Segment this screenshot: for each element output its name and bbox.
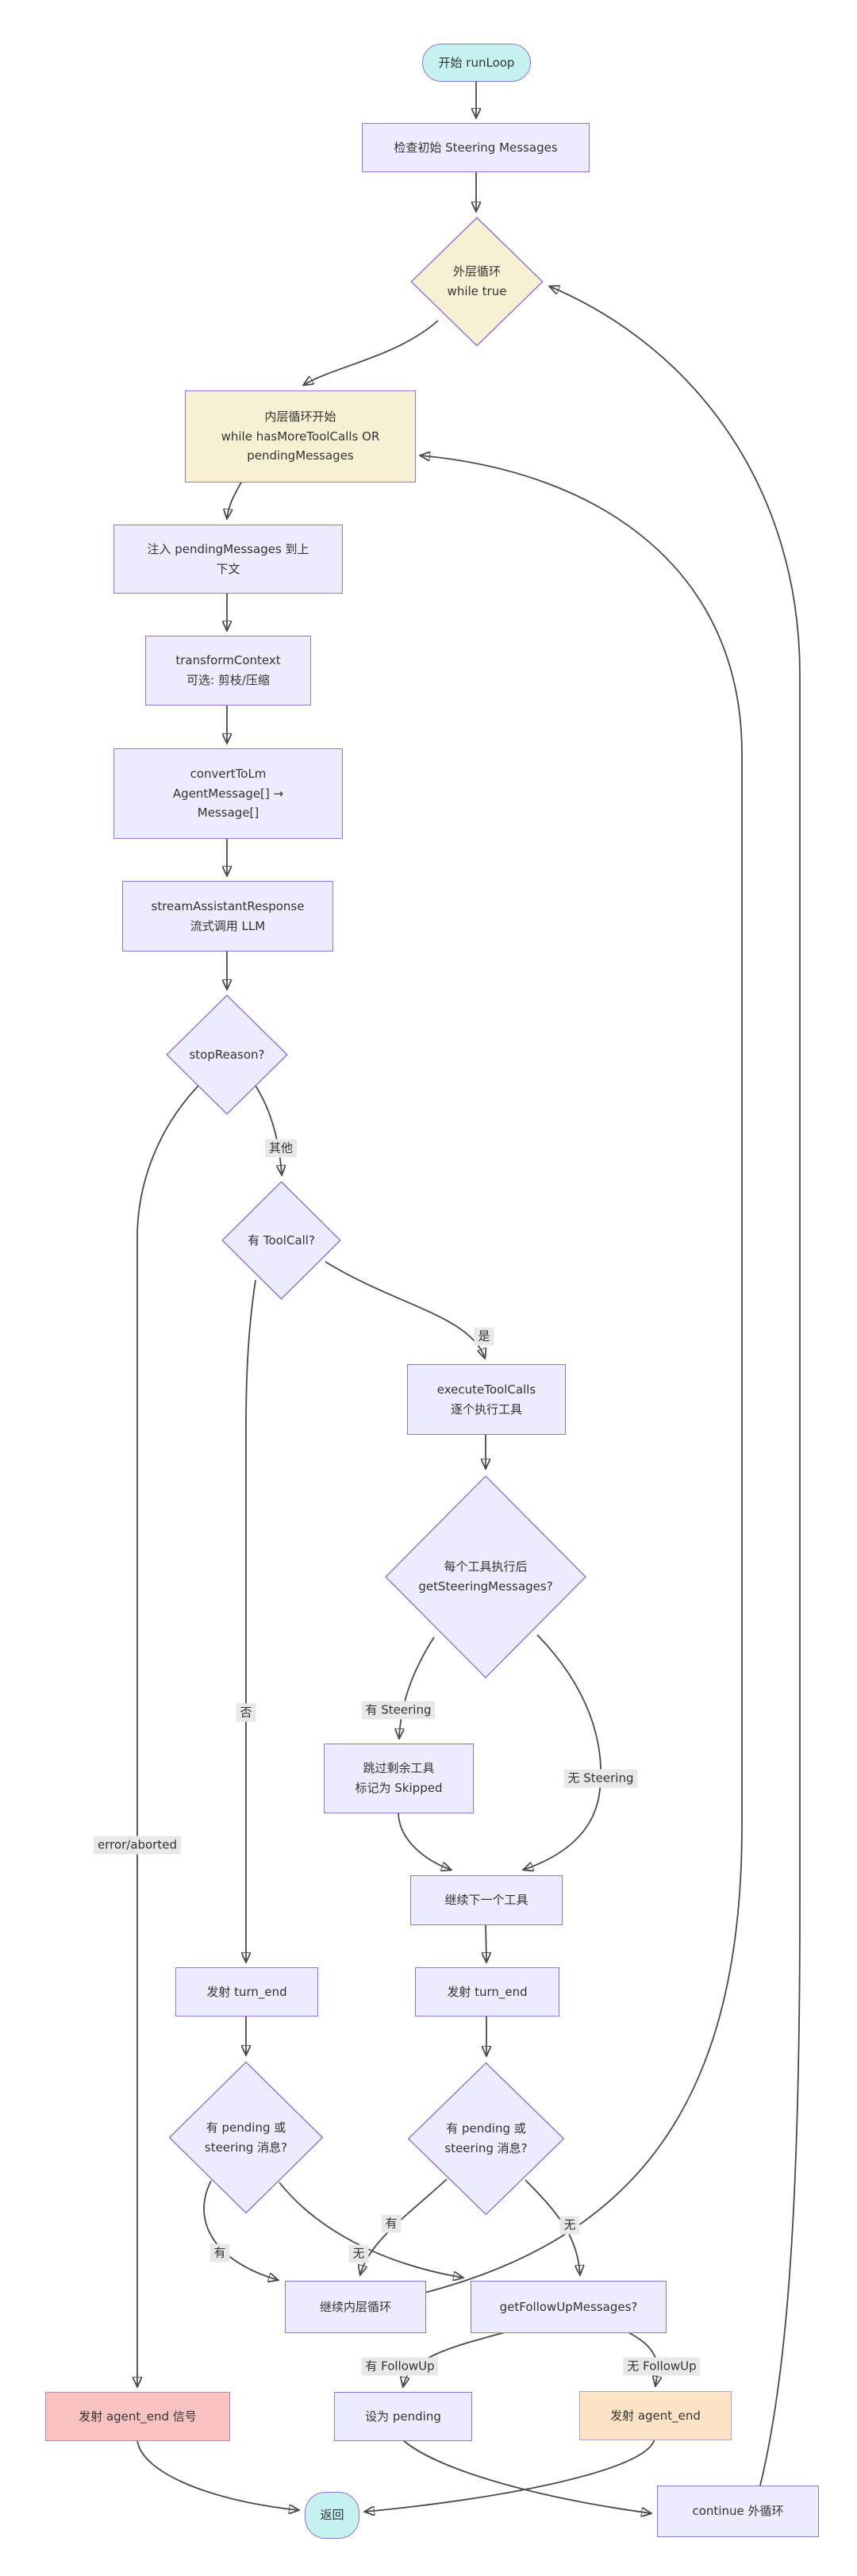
edge-label-has-followup: 有 FollowUp (361, 2357, 439, 2376)
edge-continueinner-loop-to-innerstart (421, 456, 743, 2293)
edge-continueouter-loop-to-outerloop (550, 286, 801, 2486)
diamond-shape (221, 1181, 341, 1300)
edge-steeringcheck-to-skip (399, 1636, 435, 1738)
edge-setpending-to-continueouter (402, 2439, 651, 2513)
edge-label-error-aborted: error/aborted (93, 1836, 182, 1855)
node-execute-toolcalls: executeToolCalls 逐个执行工具 (407, 1364, 566, 1435)
node-outer-loop: 外层循环 while true (410, 217, 544, 347)
edge-pendingleft-yes-to-continueinner (203, 2180, 278, 2280)
node-pending-left: 有 pending 或 steering 消息? (168, 2061, 324, 2214)
node-continue-outer-loop: continue 外循环 (657, 2486, 819, 2537)
node-emit-agent-end: 发射 agent_end (579, 2391, 732, 2440)
edge-label-no-followup: 无 FollowUp (623, 2357, 701, 2376)
node-emit-agent-end-signal: 发射 agent_end 信号 (45, 2392, 230, 2441)
edge-label-no-left: 无 (348, 2244, 369, 2263)
edge-getfollowup-to-agentend (626, 2331, 657, 2386)
edge-stopreason-error-to-pink (137, 1083, 201, 2386)
diamond-shape (407, 2062, 565, 2216)
edge-label-no-steering: 无 Steering (563, 1769, 638, 1788)
edge-label-other: 其他 (264, 1139, 298, 1158)
node-set-pending: 设为 pending (334, 2392, 472, 2441)
node-pending-right: 有 pending 或 steering 消息? (407, 2062, 565, 2216)
node-transform-context: transformContext 可选: 剪枝/压缩 (145, 636, 311, 706)
edge-label-no: 否 (236, 1703, 256, 1722)
edge-outerloop-to-innerstart (304, 320, 439, 385)
edge-label-has-steering: 有 Steering (361, 1701, 436, 1720)
edge-label-has-right: 有 (381, 2214, 402, 2233)
node-stop-reason: stopReason? (166, 994, 288, 1115)
edge-skip-to-continuetool (398, 1811, 451, 1870)
node-inner-loop-start: 内层循环开始 while hasMoreToolCalls OR pending… (185, 390, 416, 483)
node-inject-pending: 注入 pendingMessages 到上 下文 (113, 525, 343, 594)
node-steering-check-label: 每个工具执行后 getSteeringMessages? (418, 1559, 553, 1594)
node-emit-turn-end-right: 发射 turn_end (415, 1967, 559, 2017)
diamond-shape (384, 1474, 587, 1679)
edge-label-has-left: 有 (209, 2243, 230, 2263)
edge-hastoolcall-yes-to-execute (325, 1261, 485, 1358)
node-return: 返回 (305, 2492, 359, 2539)
node-has-toolcall-label: 有 ToolCall? (248, 1232, 315, 1248)
node-has-toolcall: 有 ToolCall? (221, 1181, 341, 1300)
edge-hastoolcall-no-to-turnend (246, 1279, 256, 1962)
node-pending-left-label: 有 pending 或 steering 消息? (204, 2120, 288, 2155)
edge-pendingleft-no-to-getfollowup (279, 2182, 463, 2278)
edge-getfollowup-to-setpending (403, 2331, 509, 2386)
node-emit-turn-end-left: 发射 turn_end (175, 1967, 318, 2017)
node-steering-check: 每个工具执行后 getSteeringMessages? (384, 1474, 587, 1679)
edge-stopreason-to-hastoolcall (253, 1082, 282, 1175)
diamond-shape (168, 2061, 324, 2214)
edge-innerstart-to-inject (227, 480, 243, 518)
edge-label-no-right: 无 (559, 2216, 580, 2235)
node-start: 开始 runLoop (422, 44, 531, 82)
node-stream-assistant-response: streamAssistantResponse 流式调用 LLM (122, 881, 333, 952)
diamond-shape (166, 994, 288, 1115)
node-continue-inner-loop: 继续内层循环 (285, 2281, 426, 2333)
node-skip-remaining-tools: 跳过剩余工具 标记为 Skipped (324, 1744, 474, 1813)
edge-pink-to-return (136, 2439, 298, 2510)
node-continue-next-tool: 继续下一个工具 (410, 1875, 563, 1925)
node-get-followup-messages: getFollowUpMessages? (471, 2281, 667, 2333)
edge-agentend-to-return (365, 2438, 655, 2512)
node-convert-to-lm: convertToLm AgentMessage[] → Message[] (113, 748, 343, 839)
node-stop-reason-label: stopReason? (189, 1047, 265, 1062)
node-outer-loop-label: 外层循环 while true (447, 264, 507, 298)
edge-label-yes: 是 (474, 1327, 494, 1346)
node-pending-right-label: 有 pending 或 steering 消息? (444, 2121, 528, 2155)
edge-steeringcheck-to-continuetool (524, 1634, 602, 1870)
diamond-shape (410, 217, 544, 347)
node-check-steering: 检查初始 Steering Messages (362, 123, 590, 172)
